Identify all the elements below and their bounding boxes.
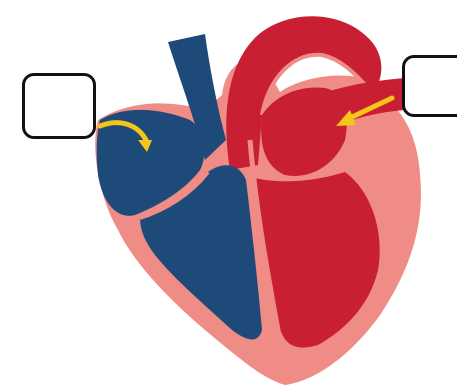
label-box-left[interactable] xyxy=(22,73,96,139)
label-box-right[interactable] xyxy=(402,55,457,117)
